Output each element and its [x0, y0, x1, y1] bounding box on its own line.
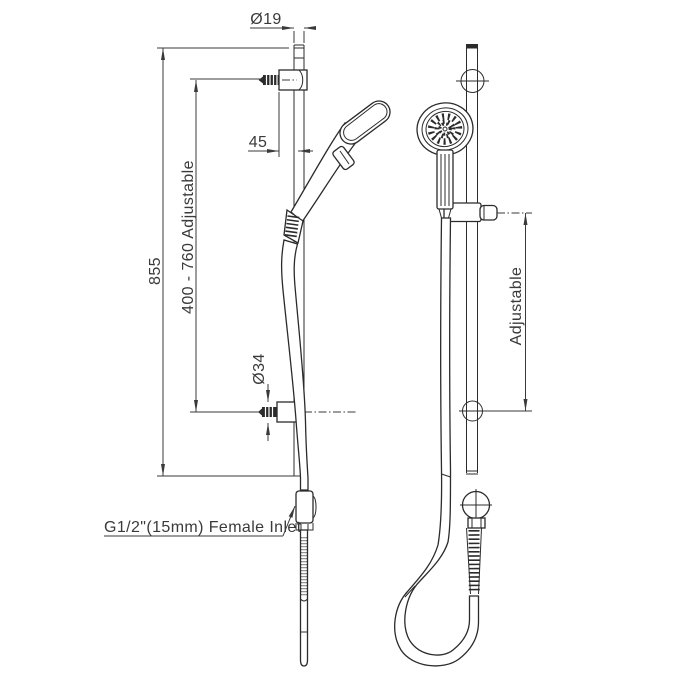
rail-front — [466, 44, 478, 475]
shower-head-front — [416, 102, 474, 156]
dim-bracket-diameter: Ø34 — [251, 353, 270, 441]
handle-grip-front — [436, 149, 454, 219]
inlet-elbow-side — [295, 490, 317, 531]
shower-hose-front — [394, 217, 480, 667]
hand-shower-side — [290, 100, 391, 223]
hose-connector-side — [283, 208, 304, 244]
dim-bracket-diameter-label: Ø34 — [251, 353, 268, 384]
lower-wall-bracket-side — [258, 401, 356, 423]
upper-wall-bracket-side — [258, 69, 308, 91]
dim-slider-travel-label: Adjustable — [508, 267, 525, 346]
dim-adjustable-range-label: 400 - 760 Adjustable — [180, 160, 197, 314]
inlet-leader-label: G1/2"(15mm) Female Inlet — [104, 519, 302, 536]
dim-holder-offset: 45 — [248, 92, 313, 157]
upper-wall-bracket-front — [456, 69, 489, 93]
lower-wall-bracket-front — [459, 400, 486, 422]
dim-rail-diameter: Ø19 — [250, 11, 316, 43]
inlet-leader: G1/2"(15mm) Female Inlet — [104, 505, 302, 537]
dim-slider-travel: Adjustable — [483, 212, 532, 412]
dim-overall-height: 855 — [147, 47, 300, 477]
dim-holder-offset-label: 45 — [249, 134, 268, 151]
front-view — [394, 44, 498, 667]
shower-hose-side — [280, 239, 309, 491]
inlet-elbow-front — [460, 489, 492, 595]
side-view — [258, 44, 391, 667]
hose-tail-side — [299, 529, 309, 667]
dim-rail-diameter-label: Ø19 — [250, 11, 281, 28]
dim-adjustable-range: 400 - 760 Adjustable — [180, 78, 263, 413]
dim-overall-height-label: 855 — [147, 257, 164, 285]
dimensions: Ø19 45 855 400 - 760 Adjustable Ø34 — [104, 11, 532, 537]
